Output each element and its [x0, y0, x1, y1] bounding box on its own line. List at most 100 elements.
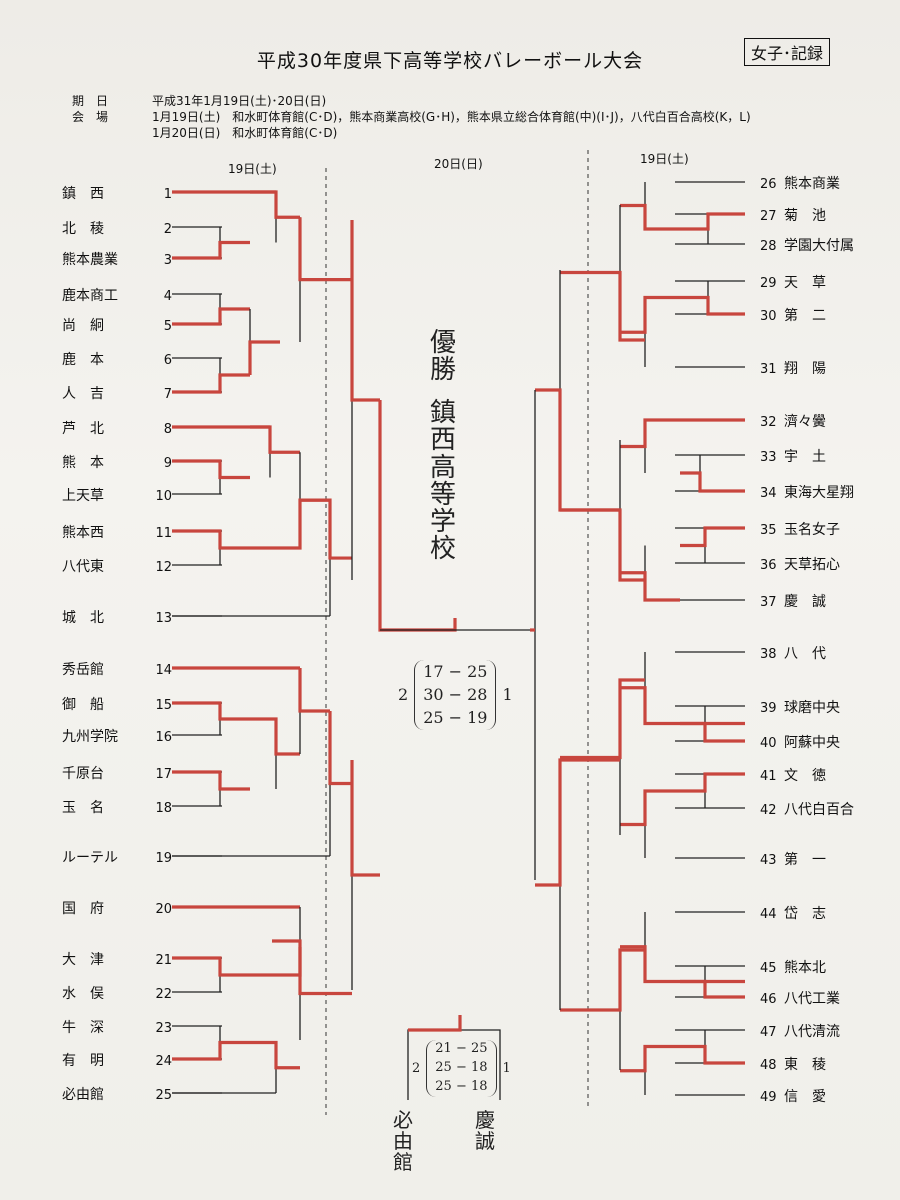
winner-path [560, 508, 645, 582]
team-seed: 32 [760, 415, 777, 430]
team-seed: 29 [760, 276, 777, 291]
team-name: 信 愛 [784, 1089, 826, 1105]
winner-path [172, 701, 250, 721]
sets-won: 2 [412, 1060, 421, 1076]
team-name: 東海大星翔 [784, 485, 854, 501]
team-seed: 12 [155, 560, 172, 575]
winner-path [172, 1040, 250, 1061]
team-name: 八代清流 [784, 1024, 840, 1040]
sets-lost: 1 [502, 685, 513, 705]
winner-path [172, 240, 250, 260]
team-seed: 36 [760, 558, 777, 573]
team-name: 熊本西 [62, 525, 104, 541]
winner-path [350, 760, 380, 877]
winner-path [250, 498, 330, 550]
winner-path [172, 956, 272, 977]
team-name: 鎮 西 [62, 186, 104, 202]
third-place-left-school: 必由館 [393, 1108, 413, 1174]
team-row: 47 八代清流 [760, 1021, 840, 1041]
winner-path [250, 425, 300, 454]
venue-day2: 1月20日(日) 和水町体育館(C･D) [152, 126, 338, 140]
winner-path [620, 418, 745, 449]
sets-won: 2 [398, 685, 409, 705]
team-name: 翔 陽 [784, 361, 826, 377]
set-score: 25 − 18 [435, 1059, 488, 1075]
team-name: 熊本北 [784, 960, 826, 976]
winner-path [680, 212, 745, 231]
team-name: 玉 名 [62, 800, 104, 816]
team-seed: 21 [155, 953, 172, 968]
team-name: 芦 北 [62, 421, 104, 437]
team-row: 八代東 12 [62, 556, 172, 576]
team-seed: 28 [760, 239, 777, 254]
team-seed: 47 [760, 1025, 777, 1040]
team-name: 水 俣 [62, 986, 104, 1002]
team-name: 八代東 [62, 559, 104, 575]
team-name: 必由館 [62, 1087, 104, 1103]
winner-path [535, 758, 620, 887]
team-name: 秀岳館 [62, 662, 104, 678]
team-seed: 17 [155, 767, 172, 782]
venue-label: 会 場 [72, 110, 109, 124]
team-name: 熊本農業 [62, 252, 118, 268]
winner-path [620, 686, 745, 726]
team-name: 菊 池 [784, 208, 826, 224]
winner-path [250, 190, 300, 219]
team-row: 玉 名 18 [62, 797, 172, 817]
team-row: 27 菊 池 [760, 205, 826, 225]
team-seed: 27 [760, 209, 777, 224]
team-seed: 31 [760, 362, 777, 377]
team-name: 球磨中央 [784, 700, 840, 716]
team-name: 熊本商業 [784, 176, 840, 192]
team-name: 上天草 [62, 488, 104, 504]
team-seed: 26 [760, 177, 777, 192]
period-label: 期 日 [72, 94, 109, 108]
team-name: 天草拓心 [784, 557, 840, 573]
winner-path [620, 203, 680, 231]
winner-path [350, 220, 380, 402]
team-seed: 13 [155, 611, 172, 626]
team-seed: 18 [155, 801, 172, 816]
team-seed: 40 [760, 736, 777, 751]
team-name: 鹿 本 [62, 352, 104, 368]
champion-label: 優勝 [429, 328, 456, 386]
set-score: 25 − 18 [435, 1078, 488, 1094]
team-seed: 11 [155, 526, 172, 541]
left-column-header: 19日(土) [228, 162, 277, 176]
team-seed: 6 [163, 353, 172, 368]
winner-path [250, 1040, 300, 1070]
winner-path [620, 789, 680, 827]
team-name: 文 徳 [784, 768, 826, 784]
team-seed: 1 [163, 187, 172, 202]
team-seed: 4 [163, 289, 172, 304]
team-name: 有 明 [62, 1053, 104, 1069]
team-name: ルーテル [62, 850, 118, 866]
winner-path [298, 217, 352, 282]
winner-path [680, 295, 745, 316]
team-seed: 23 [155, 1021, 172, 1036]
team-row: 31 翔 陽 [760, 358, 826, 378]
team-name: 八代工業 [784, 991, 840, 1007]
team-seed: 42 [760, 803, 777, 818]
set-score: 21 − 25 [435, 1041, 488, 1056]
team-row: 36 天草拓心 [760, 554, 840, 574]
team-seed: 39 [760, 701, 777, 716]
